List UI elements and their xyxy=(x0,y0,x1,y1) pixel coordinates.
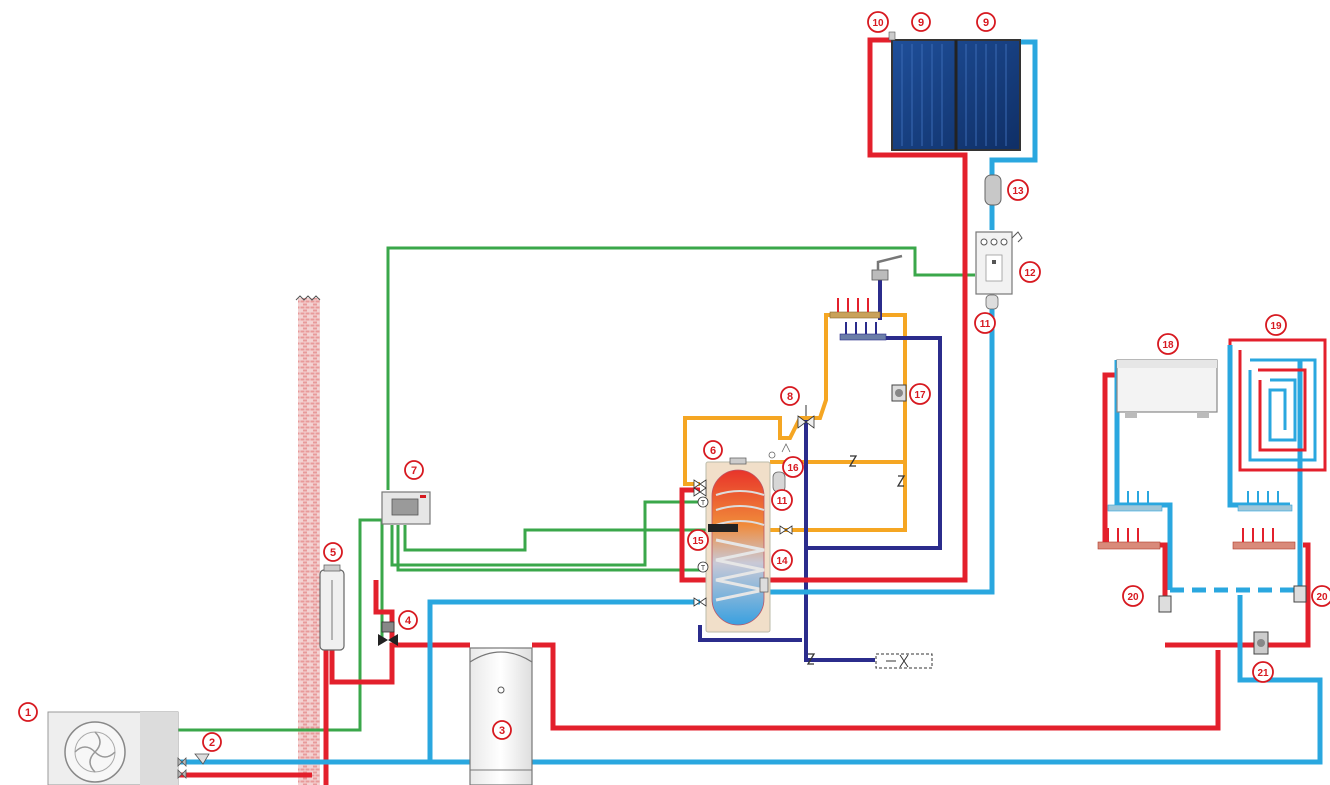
svg-text:5: 5 xyxy=(330,547,336,559)
svg-text:18: 18 xyxy=(1162,340,1174,351)
svg-text:12: 12 xyxy=(1024,268,1036,279)
temperature-sensors: T T xyxy=(697,496,709,573)
svg-text:14: 14 xyxy=(776,556,788,567)
svg-text:10: 10 xyxy=(872,18,884,29)
system-controller xyxy=(381,491,431,525)
solar-collectors xyxy=(891,39,1021,151)
heating-manifolds xyxy=(1097,491,1296,550)
station-expansion-valve xyxy=(985,294,999,310)
svg-text:17: 17 xyxy=(914,390,926,401)
dhw-manifold xyxy=(829,298,887,341)
marker-15: 15 xyxy=(687,529,709,551)
svg-text:4: 4 xyxy=(405,615,412,627)
marker-6: 6 xyxy=(703,440,723,460)
sensor-label-lower: T xyxy=(701,565,706,572)
marker-11-tank: 11 xyxy=(771,489,793,511)
faucet xyxy=(871,254,903,281)
three-way-valve xyxy=(378,621,398,646)
marker-5: 5 xyxy=(323,542,343,562)
svg-text:21: 21 xyxy=(1257,668,1269,679)
svg-text:9: 9 xyxy=(983,17,989,29)
svg-text:3: 3 xyxy=(499,725,505,737)
marker-9-right: 9 xyxy=(976,12,996,32)
marker-19: 19 xyxy=(1265,314,1287,336)
drain-filter xyxy=(875,653,933,669)
check-valves xyxy=(806,455,906,665)
component-markers: 1 2 3 4 5 6 7 8 9 9 10 11 11 12 13 14 15… xyxy=(18,11,1330,752)
svg-text:2: 2 xyxy=(209,737,215,749)
marker-2: 2 xyxy=(202,732,222,752)
cold-supply-pipes xyxy=(698,270,942,662)
svg-text:7: 7 xyxy=(411,465,417,477)
solar-expansion-vessel xyxy=(984,174,1002,206)
hot-water-cylinder xyxy=(705,457,771,633)
marker-10: 10 xyxy=(867,11,889,33)
svg-text:16: 16 xyxy=(787,463,799,474)
buffer-tank xyxy=(469,647,533,785)
marker-17: 17 xyxy=(909,383,931,405)
svg-text:1: 1 xyxy=(25,707,31,719)
marker-8: 8 xyxy=(780,386,800,406)
svg-text:20: 20 xyxy=(1316,592,1328,603)
svg-text:9: 9 xyxy=(918,17,924,29)
svg-text:11: 11 xyxy=(980,319,991,330)
fan-coil-unit xyxy=(1116,359,1218,418)
brick-wall xyxy=(295,295,321,785)
marker-7: 7 xyxy=(404,460,424,480)
marker-14: 14 xyxy=(771,549,793,571)
control-wiring xyxy=(178,246,975,732)
underfloor-heating-loop xyxy=(1228,338,1327,472)
marker-9-left: 9 xyxy=(911,12,931,32)
marker-3: 3 xyxy=(492,720,512,740)
solar-pump-station xyxy=(975,231,1023,295)
marker-21: 21 xyxy=(1252,661,1274,683)
svg-text:20: 20 xyxy=(1127,592,1139,603)
marker-13: 13 xyxy=(1007,179,1029,201)
svg-text:13: 13 xyxy=(1012,186,1024,197)
svg-text:8: 8 xyxy=(787,391,793,403)
heat-pump-valves xyxy=(177,753,210,779)
thermostatic-mixing-valve xyxy=(797,405,815,429)
marker-18: 18 xyxy=(1157,333,1179,355)
zone-pumps xyxy=(1158,585,1307,613)
heat-pump-outdoor-unit xyxy=(47,711,179,785)
marker-4: 4 xyxy=(398,610,418,630)
tank-isolation-valves xyxy=(693,479,793,607)
svg-text:6: 6 xyxy=(710,445,716,457)
backup-heater xyxy=(319,564,345,651)
marker-11-station: 11 xyxy=(974,312,996,334)
marker-20-right: 20 xyxy=(1311,585,1330,607)
sensor-label-upper: T xyxy=(701,500,706,507)
svg-text:11: 11 xyxy=(777,496,788,507)
marker-1: 1 xyxy=(18,702,38,722)
marker-12: 12 xyxy=(1019,261,1041,283)
floor-mixing-valve xyxy=(1253,631,1269,655)
marker-20-left: 20 xyxy=(1122,585,1144,607)
recirculation-pump xyxy=(891,384,907,402)
collector-air-vent xyxy=(888,31,896,41)
svg-text:15: 15 xyxy=(692,536,704,547)
svg-text:19: 19 xyxy=(1270,321,1282,332)
marker-16: 16 xyxy=(782,456,804,478)
